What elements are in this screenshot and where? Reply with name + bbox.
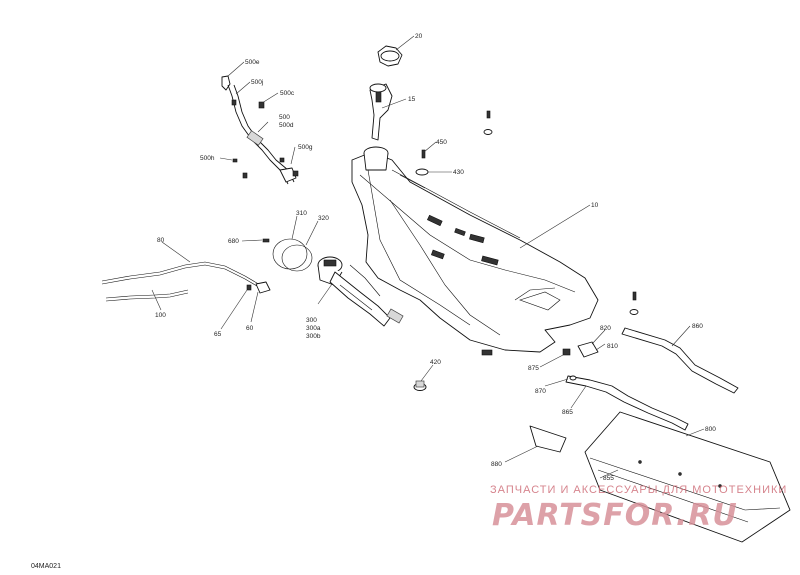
gasket-310 [272, 238, 308, 270]
skid-plate-800 [584, 411, 791, 543]
fuel-line-80 [101, 261, 263, 290]
bolt-820-upper [629, 291, 639, 315]
bolt-450 [421, 149, 426, 159]
callout-870: 870 [535, 388, 546, 395]
callout-500e: 500e [245, 59, 260, 66]
washer-430 [415, 168, 429, 176]
bolt-upper [483, 110, 493, 135]
callout-875: 875 [528, 365, 539, 372]
callout-450: 450 [436, 139, 447, 146]
callout-labels: 20 15 10 450 430 420 500e 500j 500c 500 … [155, 33, 716, 482]
fuel-tank [351, 146, 599, 356]
watermark-logo: PARTSFOR.RU [492, 498, 738, 533]
callout-500h: 500h [200, 155, 215, 162]
callout-880: 880 [491, 461, 502, 468]
callout-80: 80 [157, 237, 165, 244]
screw-680 [262, 238, 270, 243]
callout-300b: 300b [306, 333, 321, 340]
vent-hose-assembly [221, 75, 299, 185]
clip-875 [562, 348, 571, 356]
callout-820: 820 [600, 325, 611, 332]
callout-500c: 500c [280, 90, 295, 97]
callout-860: 860 [692, 323, 703, 330]
fuel-line-100 [105, 289, 189, 302]
fuel-pump [317, 256, 404, 327]
callout-810: 810 [607, 343, 618, 350]
callout-680: 680 [228, 238, 239, 245]
watermark-tagline: ЗАПЧАСТИ И АКСЕССУАРЫ ДЛЯ МОТОТЕХНИКИ [490, 484, 787, 496]
callout-65: 65 [214, 331, 222, 338]
filler-neck [369, 83, 393, 141]
callout-320: 320 [318, 215, 329, 222]
strap-860 [621, 327, 739, 394]
bracket-820 [577, 341, 599, 358]
spacer-420 [413, 380, 427, 391]
pad-880 [529, 425, 567, 453]
callout-500d: 500d [279, 122, 294, 129]
callout-430: 430 [453, 169, 464, 176]
connector-60 [255, 281, 271, 294]
callout-310: 310 [296, 210, 307, 217]
callout-60: 60 [246, 325, 254, 332]
callout-15: 15 [408, 96, 416, 103]
clamp-65 [246, 284, 252, 291]
leader-lines [151, 35, 705, 479]
callout-500g: 500g [298, 144, 313, 151]
callout-865: 865 [562, 409, 573, 416]
callout-500j: 500j [251, 79, 263, 86]
callout-300a: 300a [306, 325, 321, 332]
callout-300: 300 [306, 317, 317, 324]
filler-cap [377, 45, 403, 67]
ring-320 [281, 244, 313, 272]
callout-800: 800 [705, 426, 716, 433]
callout-10: 10 [591, 202, 599, 209]
strap-865 [565, 375, 689, 431]
callout-420: 420 [430, 359, 441, 366]
callout-500: 500 [279, 114, 290, 121]
callout-855: 855 [603, 475, 614, 482]
callout-100: 100 [155, 312, 166, 319]
callout-20: 20 [415, 33, 423, 40]
diagram-reference-code: 04MA021 [31, 563, 61, 570]
watermark: ЗАПЧАСТИ И АКСЕССУАРЫ ДЛЯ МОТОТЕХНИКИ PA… [490, 484, 787, 533]
